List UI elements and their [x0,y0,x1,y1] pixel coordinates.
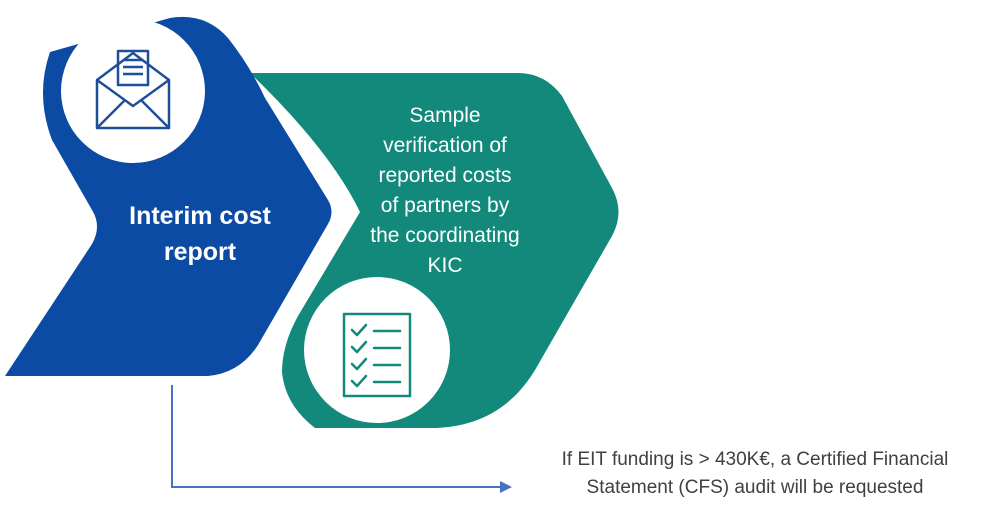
cfs-connector-arrow [171,385,512,493]
step-1-label-line: Interim cost [129,202,271,230]
step-2-label-line: verification of [383,134,507,157]
step-2-label-line: Sample [409,104,481,127]
step-1-icon-circle [61,19,205,163]
step-2-label: Sample verification of reported costs of… [345,101,545,281]
step-1-label-line: report [163,238,237,266]
cfs-audit-note: If EIT funding is > 430K€, a Certified F… [505,446,1005,502]
checklist-icon [342,312,412,398]
step-2-label-line: reported costs [378,164,512,187]
step-2-label-line: the coordinating [370,224,520,247]
envelope-letter-icon [95,49,171,130]
step-2-label-line: KIC [427,254,463,277]
cfs-audit-note-line: If EIT funding is > 430K€, a Certified F… [561,449,949,470]
cfs-audit-note-line: Statement (CFS) audit will be requested [586,477,924,498]
step-2-label-line: of partners by [380,194,510,217]
step-1-label: Interim cost report [110,198,290,270]
step-2-icon-circle [304,277,450,423]
